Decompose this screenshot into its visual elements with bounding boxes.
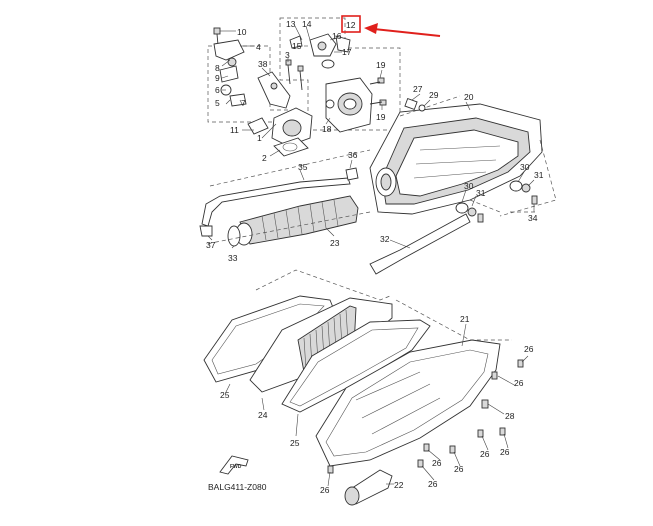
callout-26-g: 26 <box>428 479 438 489</box>
red-arrow-icon <box>364 23 441 37</box>
sensor-part-15-17 <box>289 33 351 69</box>
callout-27: 27 <box>413 84 423 94</box>
callout-19-bottom: 19 <box>376 112 386 122</box>
highlight-box <box>341 15 361 33</box>
callout-21: 21 <box>460 314 470 324</box>
callout-6: 6 <box>215 85 220 95</box>
gasket-part-2 <box>273 137 309 157</box>
callout-5: 5 <box>215 98 220 108</box>
callout-2: 2 <box>262 153 267 163</box>
callout-35: 35 <box>298 162 308 172</box>
callout-34: 34 <box>528 213 538 223</box>
fwd-label: FWD <box>230 464 242 470</box>
callout-20: 20 <box>464 92 474 102</box>
air-filter-case-group <box>369 93 557 275</box>
callout-8: 8 <box>215 63 220 73</box>
callout-3: 3 <box>285 50 290 60</box>
callout-23: 23 <box>330 238 340 248</box>
callout-26-h: 26 <box>320 485 330 495</box>
callout-29: 29 <box>429 90 439 100</box>
case-cap-group <box>315 323 529 506</box>
callout-15: 15 <box>292 41 302 51</box>
callout-36: 36 <box>348 150 358 160</box>
callout-4: 4 <box>256 42 261 52</box>
bolt-part-3 <box>285 59 304 91</box>
callout-labels: 10 4 8 9 6 5 7 38 3 11 1 2 13 14 16 15 1… <box>206 19 544 495</box>
grommet-part-30-31 <box>455 180 538 223</box>
callout-26-a: 26 <box>524 344 534 354</box>
callout-14: 14 <box>302 19 312 29</box>
highlight-callout-12: 12 <box>341 15 361 33</box>
callout-31-left: 31 <box>476 188 486 198</box>
callout-16: 16 <box>332 31 342 41</box>
air-filter-element-group <box>203 295 431 437</box>
callout-7: 7 <box>241 98 246 108</box>
throttle-body-group <box>207 17 401 157</box>
plug-part-27-29 <box>404 97 426 112</box>
callout-26-d: 26 <box>480 449 490 459</box>
drain-tube-part-22 <box>344 469 393 506</box>
callout-24: 24 <box>258 410 268 420</box>
callout-37: 37 <box>206 240 216 250</box>
callout-26-f: 26 <box>432 458 442 468</box>
callout-26-b: 26 <box>514 378 524 388</box>
callout-19-top: 19 <box>376 60 386 70</box>
diagram-code: BALG411-Z080 <box>208 482 267 492</box>
callout-10: 10 <box>237 27 247 37</box>
callout-1: 1 <box>257 133 262 143</box>
callout-13: 13 <box>286 19 296 29</box>
callout-22: 22 <box>394 480 404 490</box>
callout-17: 17 <box>342 47 352 57</box>
callout-31-right: 31 <box>534 170 544 180</box>
intake-duct-part-23 <box>235 195 359 246</box>
callout-26-e: 26 <box>454 464 464 474</box>
air-filter-case-part-20 <box>369 103 543 215</box>
callout-9: 9 <box>215 73 220 83</box>
callout-25-left: 25 <box>220 390 230 400</box>
link-part-38 <box>257 71 291 109</box>
callout-25-right: 25 <box>290 438 300 448</box>
bolt-part-19 <box>369 77 387 106</box>
callout-28: 28 <box>505 411 515 421</box>
callout-33: 33 <box>228 253 238 263</box>
callout-11: 11 <box>230 125 239 135</box>
callout-30-right: 30 <box>520 162 530 172</box>
throttle-body-part-1 <box>247 107 313 147</box>
foam-strip-part-32 <box>369 213 471 275</box>
callout-18: 18 <box>322 124 332 134</box>
callout-26-c: 26 <box>500 447 510 457</box>
injector-body-part-18 <box>325 77 373 133</box>
callout-38: 38 <box>258 59 268 69</box>
intake-hose-group <box>199 159 359 249</box>
highlight-label: 12 <box>346 20 356 30</box>
callout-32: 32 <box>380 234 390 244</box>
callout-30-left: 30 <box>464 181 474 191</box>
fwd-arrow-icon: FWD <box>219 455 249 475</box>
